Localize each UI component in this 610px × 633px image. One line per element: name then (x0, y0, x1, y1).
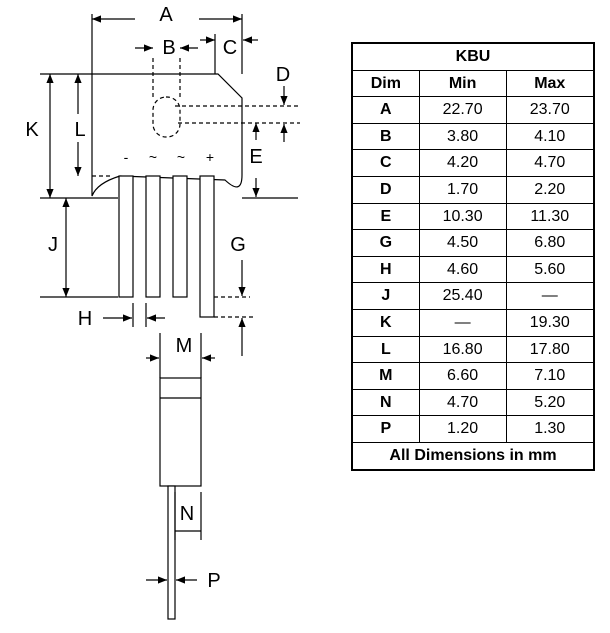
max-cell: 11.30 (505, 202, 595, 231)
dim-cell: J (351, 282, 420, 310)
dim-label-M: M (176, 335, 193, 357)
package-body (91, 73, 243, 197)
min-cell: 16.80 (418, 335, 507, 364)
min-cell: 4.50 (418, 229, 507, 257)
dim-label-K: K (25, 119, 39, 141)
min-cell: 4.70 (418, 388, 507, 417)
min-cell: 1.20 (418, 415, 507, 443)
max-cell: 4.10 (505, 122, 595, 151)
min-cell: 6.60 (418, 362, 507, 390)
dim-label-E: E (249, 146, 262, 168)
max-cell: 23.70 (505, 96, 595, 124)
side-view-lead (167, 485, 176, 620)
max-cell: — (505, 282, 595, 310)
max-cell: 5.20 (505, 388, 595, 417)
max-cell: 7.10 (505, 362, 595, 390)
dim-label-P: P (207, 570, 220, 592)
lead-4 (199, 175, 215, 318)
col-header-max: Max (505, 69, 595, 98)
dim-label-B: B (162, 37, 175, 59)
lead-1 (118, 175, 134, 298)
dim-label-N: N (180, 503, 194, 525)
min-cell: 22.70 (418, 96, 507, 124)
min-cell: 4.60 (418, 255, 507, 284)
dim-cell: A (351, 96, 420, 124)
dim-label-H: H (78, 308, 92, 330)
mounting-hole (152, 96, 181, 138)
dim-cell: G (351, 229, 420, 257)
min-cell: 1.70 (418, 175, 507, 204)
dim-label-A: A (159, 4, 173, 26)
lead-2 (145, 175, 161, 298)
max-cell: 2.20 (505, 175, 595, 204)
table-header-row: Dim Min Max (351, 69, 595, 98)
min-cell: 10.30 (418, 202, 507, 231)
max-cell: 19.30 (505, 308, 595, 337)
dim-label-G: G (230, 234, 246, 256)
max-cell: 6.80 (505, 229, 595, 257)
max-cell: 5.60 (505, 255, 595, 284)
table-title: KBU (351, 42, 595, 71)
pin-label-3: ~ (177, 149, 185, 165)
dim-cell: P (351, 415, 420, 443)
table-row: K—19.30 (351, 308, 595, 337)
min-cell: 3.80 (418, 122, 507, 151)
pin-label-1: - (124, 149, 129, 165)
dim-cell: B (351, 122, 420, 151)
dim-label-J: J (48, 234, 58, 256)
min-cell: 4.20 (418, 149, 507, 177)
max-cell: 4.70 (505, 149, 595, 177)
pin-label-2: ~ (149, 149, 157, 165)
dim-cell: C (351, 149, 420, 177)
min-cell: 25.40 (418, 282, 507, 310)
max-cell: 17.80 (505, 335, 595, 364)
side-view-body (159, 377, 202, 487)
dim-cell: K (351, 308, 420, 337)
dim-label-L: L (74, 119, 85, 141)
min-cell: — (418, 308, 507, 337)
dim-cell: M (351, 362, 420, 390)
dim-label-D: D (276, 64, 290, 86)
max-cell: 1.30 (505, 415, 595, 443)
dim-cell: L (351, 335, 420, 364)
pin-label-4: + (206, 149, 214, 165)
dim-cell: N (351, 388, 420, 417)
dim-cell: D (351, 175, 420, 204)
col-header-min: Min (418, 69, 507, 98)
dim-cell: H (351, 255, 420, 284)
table-footer: All Dimensions in mm (351, 441, 595, 471)
lead-3 (172, 175, 188, 298)
col-header-dim: Dim (351, 69, 420, 98)
dim-label-C: C (223, 37, 237, 59)
dim-cell: E (351, 202, 420, 231)
